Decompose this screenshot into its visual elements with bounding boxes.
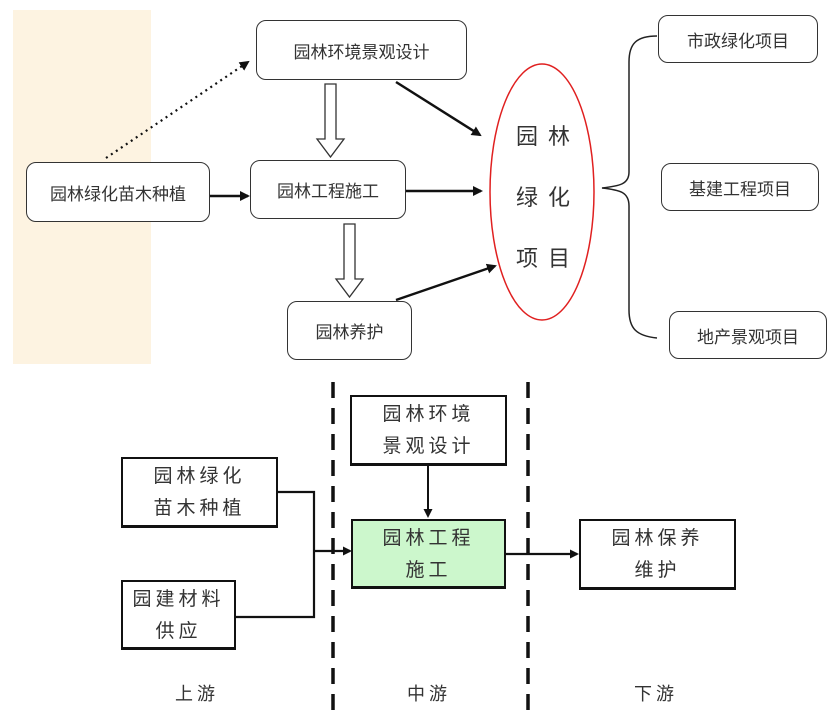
arrow-maintenance-to-project [395,263,497,302]
node-engineering-construction: 园林工程施工 [250,160,406,219]
stage-label-downstream: 下游 [634,684,678,705]
chain-node-maintenance: 园林保养维护 [579,519,736,590]
chain-node-seedling-planting: 园林绿化苗木种植 [121,457,278,528]
stage-label-upstream: 上游 [175,684,219,705]
block-arrow-construction-to-maintenance [334,223,365,299]
project-label: 园林 绿化 项目 [515,125,580,272]
node-infrastructure: 基建工程项目 [661,163,819,211]
node-maintenance: 园林养护 [287,301,412,360]
node-landscape-design: 园林环境景观设计 [256,20,467,80]
chain-node-engineering-construction: 园林工程施工 [351,519,506,589]
chain-node-material-supply: 园建材料供应 [121,580,236,650]
classification-brace [601,35,658,339]
node-seedling-planting: 园林绿化苗木种植 [26,162,210,222]
connector-materials-up [260,551,316,619]
connector-seedling [277,490,316,551]
block-arrow-design-to-construction [315,83,346,159]
stage-label-midstream: 中游 [407,684,451,705]
node-real-estate-landscape: 地产景观项目 [669,311,827,359]
chain-node-landscape-design: 园林环境景观设计 [350,395,507,466]
arrow-design-to-project [395,80,482,137]
node-municipal-greening: 市政绿化项目 [658,15,818,63]
project-ellipse [489,63,595,321]
dotted-arrow-seedling-to-design [105,60,250,159]
